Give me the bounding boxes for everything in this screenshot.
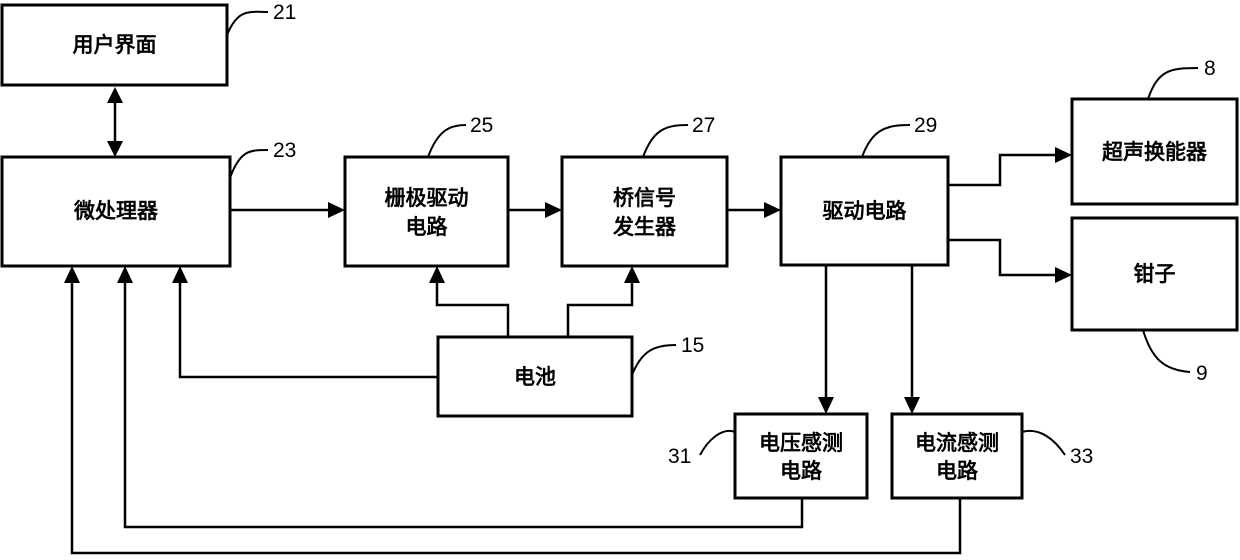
- arrow-to-bridge: [545, 202, 562, 218]
- ultrasonic-transducer-label: 超声换能器: [1102, 140, 1208, 164]
- block-drive-circuit: 驱动电路: [781, 157, 948, 265]
- arrow-up-to-bridge: [624, 266, 640, 283]
- arrow-to-drive: [764, 202, 781, 218]
- voltage-sense-label-line2: 电路: [780, 459, 823, 483]
- arrow-to-clamp: [1055, 267, 1072, 283]
- ref-23: 23: [273, 139, 296, 162]
- arrow-to-current-sense: [904, 397, 920, 414]
- drive-circuit-label: 驱动电路: [823, 199, 908, 223]
- arrow-up-from-current: [64, 266, 80, 283]
- block-voltage-sense: 电压感测 电路: [735, 414, 867, 498]
- clamp-label: 钳子: [1134, 262, 1176, 286]
- current-sense-label-line1: 电流感测: [915, 431, 999, 455]
- gate-drive-label-line2: 电路: [406, 215, 449, 239]
- bridge-signal-label-line1: 桥信号: [613, 186, 676, 210]
- block-bridge-signal-generator: 桥信号 发生器: [562, 157, 727, 266]
- leader-27: [643, 125, 688, 157]
- arrow-up-to-ui: [107, 87, 123, 103]
- leader-8: [1148, 68, 1198, 99]
- battery-to-bridge-wire: [568, 282, 632, 337]
- arrow-down-to-mcu: [107, 141, 123, 157]
- ref-8: 8: [1204, 57, 1216, 80]
- ref-27: 27: [692, 114, 715, 137]
- leader-21: [227, 12, 268, 35]
- arrow-to-transducer: [1055, 147, 1072, 163]
- block-battery: 电池: [438, 337, 632, 416]
- ref-15: 15: [681, 334, 704, 357]
- leader-31: [700, 431, 735, 455]
- gate-drive-label-line1: 栅极驱动: [385, 186, 469, 210]
- bridge-signal-label-line2: 发生器: [612, 215, 677, 239]
- arrow-to-voltage-sense: [818, 397, 834, 414]
- drive-to-transducer-wire: [948, 155, 1058, 185]
- ref-33: 33: [1070, 445, 1093, 468]
- arrow-to-gate-drive: [328, 202, 345, 218]
- microprocessor-label: 微处理器: [73, 199, 159, 223]
- block-gate-drive: 栅极驱动 电路: [345, 157, 508, 266]
- arrow-up-from-voltage: [117, 266, 133, 283]
- ref-21: 21: [273, 1, 296, 24]
- ref-29: 29: [914, 114, 937, 137]
- battery-to-gate-wire: [437, 282, 508, 337]
- ref-25: 25: [470, 114, 493, 137]
- drive-to-clamp-wire: [948, 240, 1058, 275]
- ref-31: 31: [668, 445, 691, 468]
- block-microprocessor: 微处理器: [2, 157, 230, 266]
- leader-29: [862, 125, 910, 157]
- battery-to-mcu-wire: [180, 283, 438, 377]
- leader-15: [632, 345, 676, 375]
- leader-23: [230, 150, 268, 178]
- current-sense-label-line2: 电路: [936, 459, 979, 483]
- block-current-sense: 电流感测 电路: [892, 414, 1022, 498]
- voltage-sense-label-line1: 电压感测: [759, 431, 843, 455]
- leader-33: [1022, 431, 1065, 455]
- block-user-interface: 用户界面: [2, 5, 227, 85]
- leader-25: [428, 125, 466, 157]
- arrow-up-to-gate-drive: [429, 266, 445, 283]
- block-ultrasonic-transducer: 超声换能器: [1072, 99, 1237, 204]
- block-clamp: 钳子: [1072, 218, 1237, 330]
- arrow-up-from-battery: [172, 266, 188, 283]
- user-interface-label: 用户界面: [73, 33, 157, 57]
- ref-9: 9: [1196, 362, 1208, 385]
- leader-9: [1143, 330, 1190, 372]
- battery-label: 电池: [514, 365, 556, 389]
